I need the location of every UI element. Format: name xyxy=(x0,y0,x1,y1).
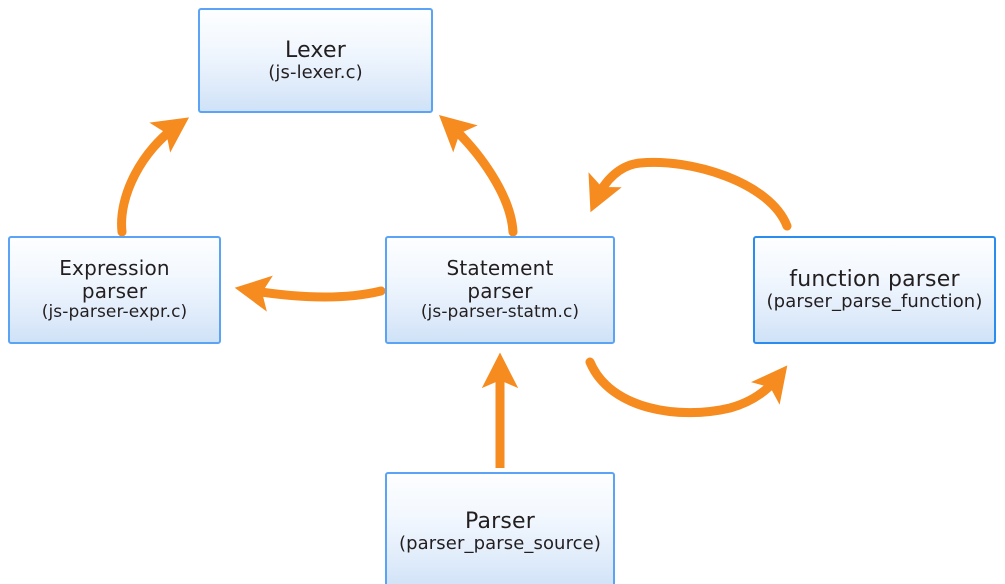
edge-statement-to-lexer xyxy=(439,114,518,237)
node-function-parser-title: function parser xyxy=(789,267,960,292)
node-parser-subtitle: (parser_parse_source) xyxy=(399,533,601,555)
node-expression-parser-title-line1: Expression xyxy=(59,256,170,281)
node-lexer-subtitle: (js-lexer.c) xyxy=(268,61,363,83)
node-expression-parser-title-line2: parser xyxy=(81,279,148,304)
node-function-parser[interactable]: function parser (parser_parse_function) xyxy=(753,236,996,344)
node-function-parser-subtitle: (parser_parse_function) xyxy=(766,291,983,313)
node-expression-parser-subtitle: (js-parser-expr.c) xyxy=(41,302,188,323)
node-statement-parser-title-line1: Statement xyxy=(446,256,554,281)
node-statement-parser-subtitle: (js-parser-statm.c) xyxy=(420,302,580,323)
edge-statement-to-expression xyxy=(234,275,386,312)
node-parser-title: Parser xyxy=(464,509,536,534)
node-statement-parser-title-line2: parser xyxy=(467,279,533,304)
node-parser[interactable]: Parser (parser_parse_source) xyxy=(385,472,615,584)
node-lexer[interactable]: Lexer (js-lexer.c) xyxy=(198,8,433,113)
edge-function-to-statement xyxy=(588,157,792,231)
edge-statement-to-function xyxy=(585,357,788,418)
node-expression-parser[interactable]: Expression parser (js-parser-expr.c) xyxy=(8,236,221,344)
edge-expression-to-lexer xyxy=(117,117,190,237)
node-statement-parser[interactable]: Statement parser (js-parser-statm.c) xyxy=(385,236,615,344)
node-lexer-title: Lexer xyxy=(285,37,346,63)
